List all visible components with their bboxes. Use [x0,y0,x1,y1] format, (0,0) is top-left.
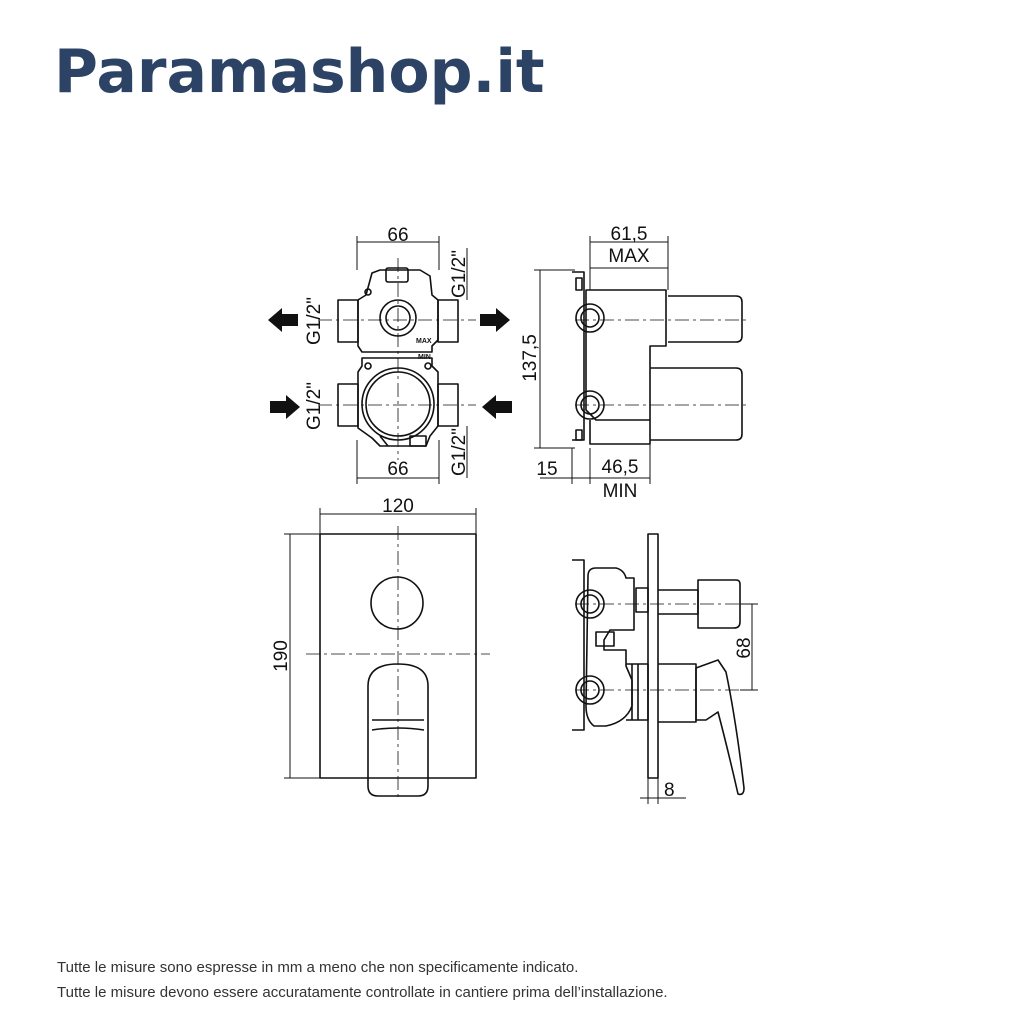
front-width-top-label: 66 [387,225,408,246]
offset-label: 15 [536,459,557,480]
plate-view-body [284,508,490,800]
plate-height-label: 190 [271,640,292,672]
flow-arrows [268,308,512,419]
assembled-side-view-body [572,533,758,804]
thread-right-bottom-label: G1/2" [449,428,470,476]
min-marker-label: MIN [418,354,431,361]
plate-width-label: 120 [382,496,414,517]
depth-min-text-label: MIN [603,481,638,502]
footer-notes: Tutte le misure sono espresse in mm a me… [57,955,668,1005]
height-label: 137,5 [520,334,541,382]
thread-right-top-label: G1/2" [449,250,470,298]
side-view-body [534,236,748,484]
front-width-bottom-label: 66 [387,459,408,480]
depth-max-text-label: MAX [608,246,650,267]
depth-min-value-label: 46,5 [602,457,639,478]
spacing-label: 68 [734,637,755,658]
max-marker-label: MAX [416,338,432,345]
front-view-body [318,236,476,484]
thread-left-top-label: G1/2" [304,297,325,345]
depth-max-value-label: 61,5 [611,224,648,245]
footer-note-line1: Tutte le misure sono espresse in mm a me… [57,959,579,976]
thread-left-bottom-label: G1/2" [304,382,325,430]
brand-logo: Paramashop.it [54,37,545,107]
footer-note-line2: Tutte le misure devono essere accuratame… [57,984,668,1001]
plate-thickness-label: 8 [664,780,675,801]
